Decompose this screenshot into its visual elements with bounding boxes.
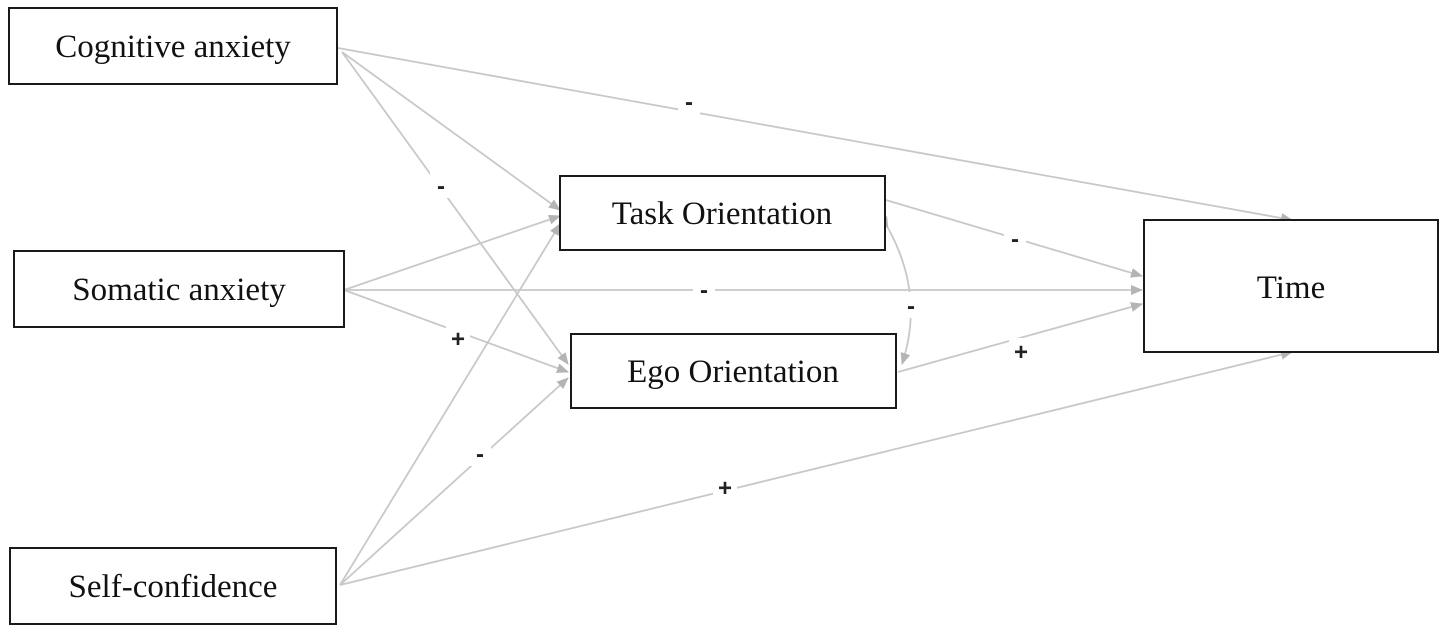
edge-cognitive-to-time [337, 47, 1293, 223]
node-time: Time [1143, 219, 1439, 353]
node-cognitive-anxiety: Cognitive anxiety [8, 7, 338, 85]
edge-selfconf-to-time [339, 349, 1293, 586]
edge-signs: - - - - - + + - + [430, 88, 1033, 502]
edge-selfconf-to-ego [339, 377, 569, 586]
edge-cognitive-to-ego [341, 51, 569, 365]
node-self-confidence-label: Self-confidence [69, 569, 278, 605]
sign-cognitive-to-time: - [685, 89, 693, 116]
node-somatic-anxiety-label: Somatic anxiety [72, 272, 286, 308]
edge-somatic-to-task [343, 214, 561, 291]
sign-ego-to-time: + [1014, 339, 1028, 366]
sign-selfconf-to-ego: - [476, 441, 484, 468]
node-task-orientation-label: Task Orientation [612, 196, 832, 232]
sign-selfconf-to-time: + [718, 475, 732, 502]
edge-selfconf-to-task [339, 223, 561, 586]
node-task-orientation: Task Orientation [559, 175, 886, 251]
sign-task-ego-correlation: - [907, 293, 915, 320]
node-somatic-anxiety: Somatic anxiety [13, 250, 345, 328]
node-time-label: Time [1257, 270, 1325, 306]
sign-task-to-time: - [1011, 226, 1019, 253]
sign-somatic-to-ego: + [451, 326, 465, 353]
node-self-confidence: Self-confidence [9, 547, 337, 625]
sign-somatic-to-time: - [700, 277, 708, 304]
node-ego-orientation: Ego Orientation [570, 333, 897, 409]
node-cognitive-anxiety-label: Cognitive anxiety [55, 29, 291, 65]
edge-cognitive-to-task [341, 51, 561, 211]
sign-cognitive-to-ego: - [437, 173, 445, 200]
node-ego-orientation-label: Ego Orientation [627, 354, 839, 390]
